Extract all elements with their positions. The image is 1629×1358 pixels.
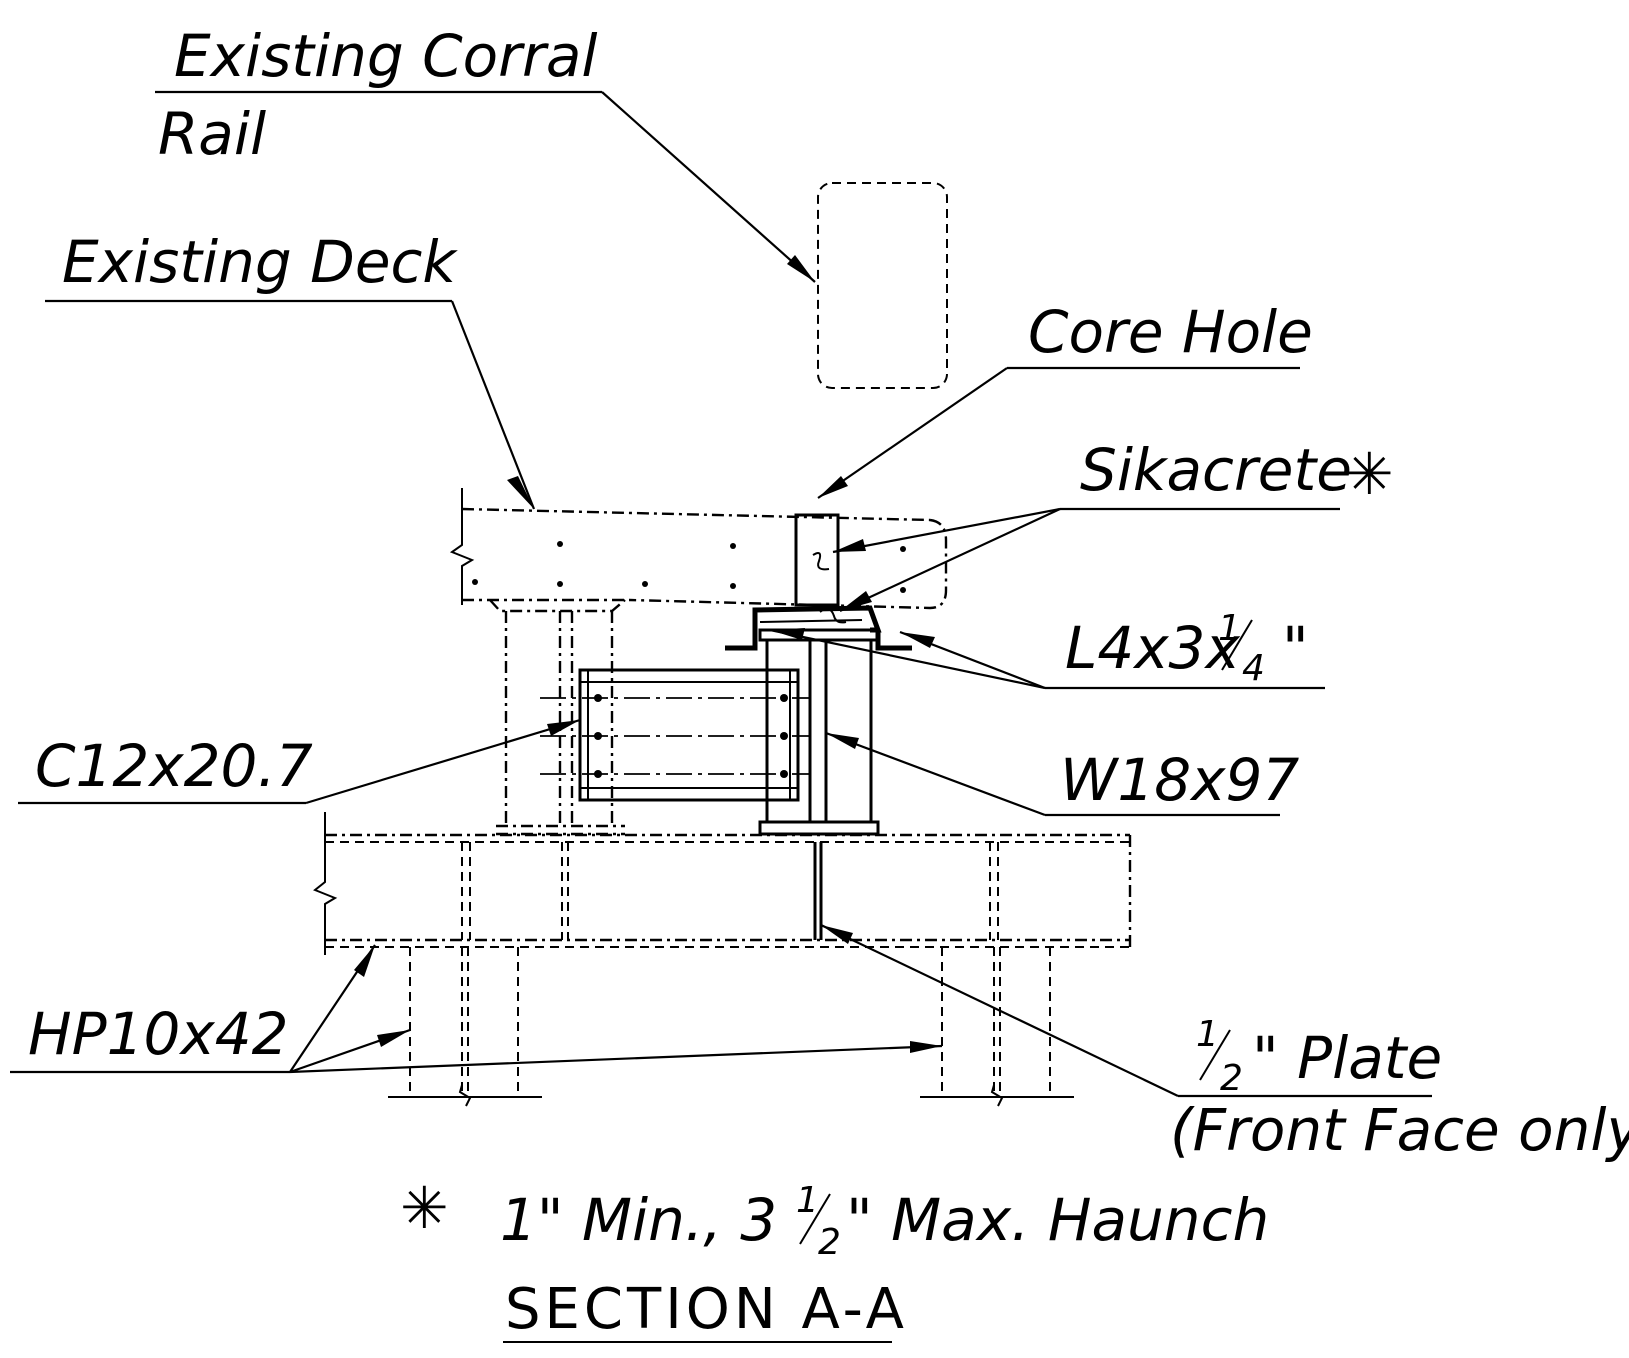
label-sikacrete: Sikacrete [1080, 436, 1352, 504]
label-plate: 1 2 " Plate [1196, 1014, 1442, 1099]
label-core-hole: Core Hole [1028, 298, 1313, 366]
svg-text:4: 4 [1242, 648, 1265, 689]
label-angle: L4x3x 1 4 " [1065, 608, 1309, 689]
existing-deck [449, 488, 948, 613]
channel-c12 [540, 668, 810, 802]
svg-text:1: 1 [796, 1180, 819, 1221]
svg-text:1: 1 [1196, 1014, 1219, 1055]
beam-w18 [758, 628, 880, 836]
label-channel: C12x20.7 [35, 732, 313, 800]
svg-text:" Plate: " Plate [1252, 1024, 1442, 1092]
label-pile: HP10x42 [28, 1000, 289, 1068]
corral-rail-outline [817, 182, 948, 389]
svg-text:2: 2 [818, 1222, 841, 1263]
svg-text:" Max. Haunch: " Max. Haunch [846, 1186, 1269, 1254]
angles-l4x3 [725, 605, 912, 651]
svg-text:": " [1282, 614, 1309, 682]
svg-text:L4x3x: L4x3x [1065, 614, 1240, 682]
note-asterisk-icon: ✳ [400, 1174, 449, 1242]
label-corral-rail-line2: Rail [158, 100, 266, 168]
svg-text:1" Min., 3: 1" Min., 3 [500, 1186, 777, 1254]
svg-text:1: 1 [1218, 608, 1241, 649]
haunch-note: ✳ 1" Min., 3 1 2 " Max. Haunch [400, 1174, 1269, 1263]
piles-hp10 [388, 947, 1074, 1107]
svg-text:2: 2 [1220, 1058, 1243, 1099]
label-beam: W18x97 [1060, 746, 1299, 814]
label-corral-rail-line1: Existing Corral [174, 22, 598, 90]
section-title: SECTION A-A [505, 1277, 908, 1342]
label-existing-deck: Existing Deck [62, 228, 458, 296]
label-plate-line2: (Front Face only) [1170, 1096, 1629, 1164]
core-hole [794, 513, 840, 607]
sikacrete-asterisk-icon: ✳ [1345, 440, 1394, 508]
plate-half-inch [813, 842, 823, 940]
existing-pier-cap [313, 812, 1132, 955]
